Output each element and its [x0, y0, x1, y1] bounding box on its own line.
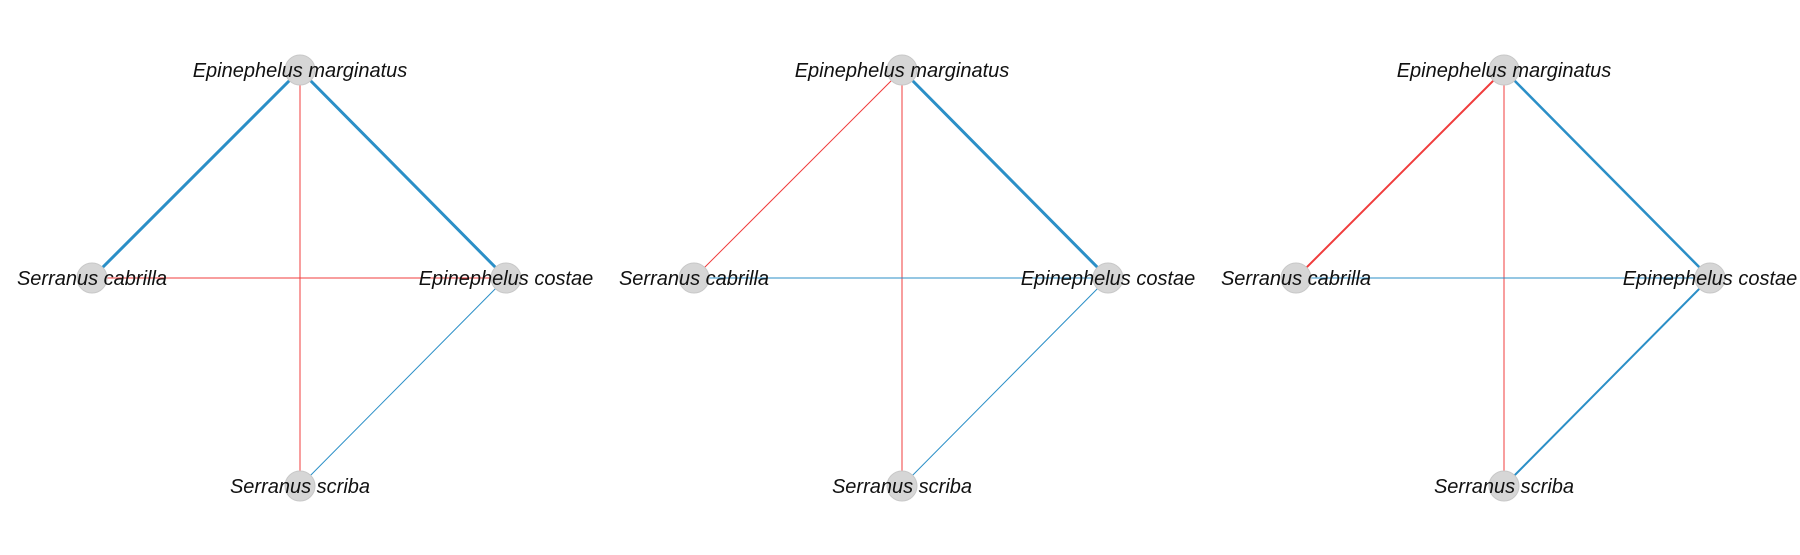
node-label-marg: Epinephelus marginatus	[1397, 60, 1612, 82]
node-label-scri: Serranus scriba	[832, 476, 972, 498]
node-cost	[1694, 262, 1726, 294]
node-cabr	[76, 262, 108, 294]
node-label-cabr: Serranus cabrilla	[17, 268, 167, 290]
node-label-cabr: Serranus cabrilla	[1221, 268, 1371, 290]
node-label-cabr: Serranus cabrilla	[619, 268, 769, 290]
node-marg	[886, 54, 918, 86]
edge-marg-cost	[900, 68, 1110, 280]
edge-cost-scri	[299, 277, 507, 487]
edge-cost-scri	[901, 277, 1109, 487]
node-scri	[1488, 470, 1520, 502]
node-label-scri: Serranus scriba	[230, 476, 370, 498]
node-cost	[490, 262, 522, 294]
node-label-marg: Epinephelus marginatus	[193, 60, 408, 82]
edge-marg-cabr	[693, 69, 903, 279]
node-scri	[284, 470, 316, 502]
edge-marg-cabr	[90, 68, 302, 280]
edge-marg-cost	[298, 68, 508, 280]
node-label-marg: Epinephelus marginatus	[795, 60, 1010, 82]
node-marg	[1488, 54, 1520, 86]
node-cabr	[678, 262, 710, 294]
node-label-scri: Serranus scriba	[1434, 476, 1574, 498]
edge-marg-cost	[1502, 68, 1712, 280]
node-label-cost: Epinephelus costae	[1623, 268, 1798, 290]
node-scri	[886, 470, 918, 502]
node-cost	[1092, 262, 1124, 294]
node-marg	[284, 54, 316, 86]
node-label-cost: Epinephelus costae	[1021, 268, 1196, 290]
node-label-cost: Epinephelus costae	[419, 268, 594, 290]
node-cabr	[1280, 262, 1312, 294]
edge-marg-cabr	[1295, 69, 1505, 279]
edge-cost-scri	[1503, 277, 1711, 487]
